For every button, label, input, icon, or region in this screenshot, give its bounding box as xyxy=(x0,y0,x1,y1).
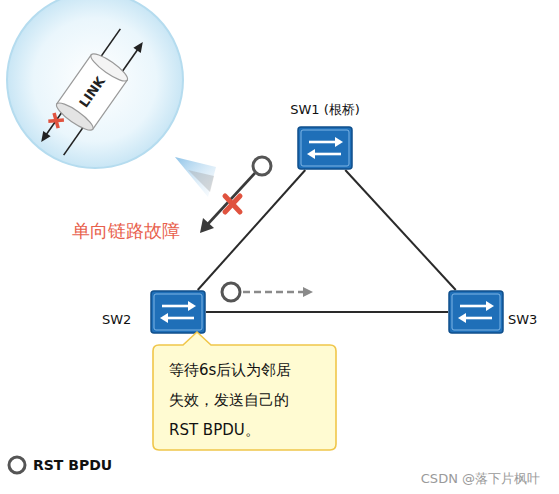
zoom-pointer xyxy=(175,157,216,197)
switch-node: SW3 xyxy=(448,290,544,334)
fault-label: 单向链路故障 xyxy=(72,220,180,242)
fault-cross xyxy=(48,113,64,128)
switch-label: SW2 xyxy=(102,312,146,328)
link-line xyxy=(198,170,306,290)
switch-body xyxy=(449,291,503,333)
switch-icon xyxy=(448,290,504,334)
arrow-head xyxy=(200,218,214,233)
zoom-circle xyxy=(7,0,183,168)
arrow-head xyxy=(38,131,51,144)
switch-arrow-head xyxy=(335,137,343,147)
switch-arrow xyxy=(313,153,341,156)
switch-icon xyxy=(150,290,206,334)
switch-arrow xyxy=(464,317,492,320)
fault-cross xyxy=(225,196,240,212)
fault-cross xyxy=(225,196,240,212)
bpdu-circle xyxy=(253,157,271,175)
link-line xyxy=(345,170,455,290)
switch-arrow-head xyxy=(160,313,168,323)
callout-outline xyxy=(153,332,336,450)
switch-arrow-head xyxy=(307,149,315,159)
legend-sample xyxy=(9,457,25,473)
fault-cross xyxy=(48,113,64,128)
bpdu-send-line xyxy=(243,291,304,294)
bpdu-circle xyxy=(222,283,240,301)
switch-arrow xyxy=(460,305,488,308)
switch-body xyxy=(151,291,205,333)
switch-body xyxy=(298,127,352,169)
switch-arrow xyxy=(162,305,190,308)
switch-icon xyxy=(297,126,353,170)
switch-arrow xyxy=(309,141,337,144)
legend-text: RST BPDU xyxy=(33,456,112,474)
link-line xyxy=(206,311,448,313)
fault-direction-line xyxy=(207,173,255,225)
switch-arrow xyxy=(166,317,194,320)
zoom-pointer-shadow xyxy=(188,170,214,192)
arrow-head xyxy=(303,287,313,297)
watermark: CSDN @落下片枫叶 xyxy=(421,470,540,487)
switch-arrow-head xyxy=(486,301,494,311)
switch-bezel xyxy=(452,294,500,330)
link-zoom xyxy=(34,22,150,162)
callout-text: 等待6s后认为邻居 失效，发送自己的 RST BPDU。 xyxy=(169,355,301,445)
switch-label: SW1 (根桥) xyxy=(270,102,380,118)
arrow-head xyxy=(133,40,146,53)
switch-node: SW1 (根桥) xyxy=(290,102,360,170)
switch-label: SW3 xyxy=(508,312,548,328)
switch-arrow-head xyxy=(458,313,466,323)
switch-arrow-head xyxy=(188,301,196,311)
callout-box: 等待6s后认为邻居 失效，发送自己的 RST BPDU。 xyxy=(153,345,336,450)
switch-bezel xyxy=(301,130,349,166)
switch-node: SW2 xyxy=(100,290,206,334)
switch-bezel xyxy=(154,294,202,330)
